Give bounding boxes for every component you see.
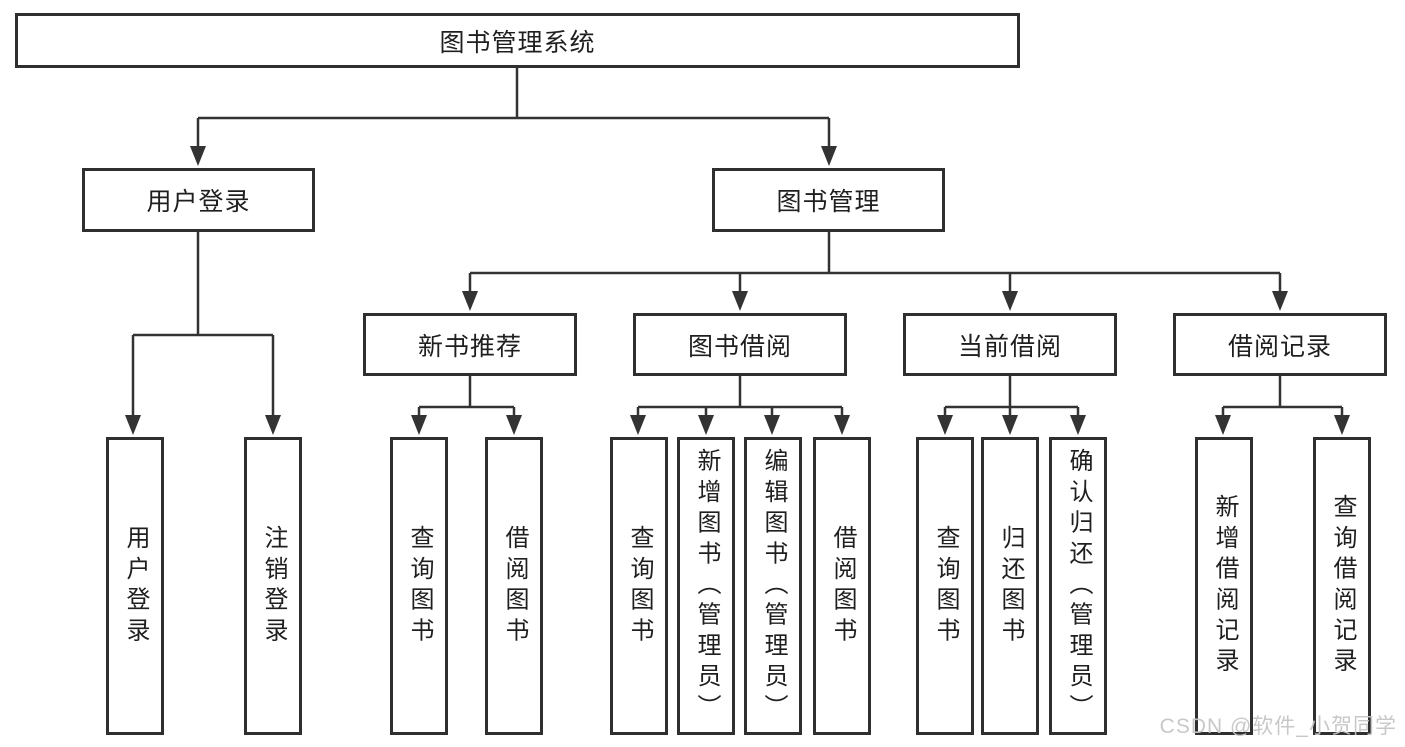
leaf-label: 注销登录 — [260, 524, 287, 648]
leaf-label: 借阅图书 — [829, 524, 856, 648]
node-leaf-logout-login: 注销登录 — [244, 437, 302, 735]
leaf-label: 查询图书 — [932, 524, 959, 648]
node-leaf-borrow-book: 借阅图书 — [813, 437, 871, 735]
leaf-label: 编辑图书（管理员） — [760, 447, 787, 725]
leaf-label: 查询图书 — [406, 524, 433, 648]
leaf-label: 借阅图书 — [501, 524, 528, 648]
node-leaf-add-borrow-record: 新增借阅记录 — [1195, 437, 1253, 735]
node-leaf-user-login: 用户登录 — [106, 437, 164, 735]
node-leaf-query-book-recommend: 查询图书 — [390, 437, 448, 735]
node-book-borrow: 图书借阅 — [633, 313, 847, 376]
leaf-label: 查询图书 — [626, 524, 653, 648]
leaf-label: 用户登录 — [122, 524, 149, 648]
node-book-management: 图书管理 — [712, 168, 945, 232]
node-leaf-edit-book-admin: 编辑图书（管理员） — [744, 437, 802, 735]
leaf-label: 确认归还（管理员） — [1065, 447, 1092, 725]
node-leaf-query-borrow-record: 查询借阅记录 — [1313, 437, 1371, 735]
node-leaf-query-book-current: 查询图书 — [916, 437, 974, 735]
node-leaf-return-book: 归还图书 — [981, 437, 1039, 735]
node-borrow-record: 借阅记录 — [1173, 313, 1387, 376]
node-leaf-add-book-admin: 新增图书（管理员） — [677, 437, 735, 735]
leaf-label: 新增图书（管理员） — [693, 447, 720, 725]
node-root: 图书管理系统 — [15, 13, 1020, 68]
node-new-book-recommend: 新书推荐 — [363, 313, 577, 376]
node-leaf-confirm-return-admin: 确认归还（管理员） — [1049, 437, 1107, 735]
node-leaf-query-book-borrow: 查询图书 — [610, 437, 668, 735]
node-user-login: 用户登录 — [82, 168, 315, 232]
leaf-label: 归还图书 — [997, 524, 1024, 648]
leaf-label: 查询借阅记录 — [1329, 493, 1356, 679]
node-leaf-borrow-book-recommend: 借阅图书 — [485, 437, 543, 735]
node-current-borrow: 当前借阅 — [903, 313, 1117, 376]
watermark: CSDN @软件_小贺同学 — [1159, 715, 1397, 738]
leaf-label: 新增借阅记录 — [1211, 493, 1238, 679]
